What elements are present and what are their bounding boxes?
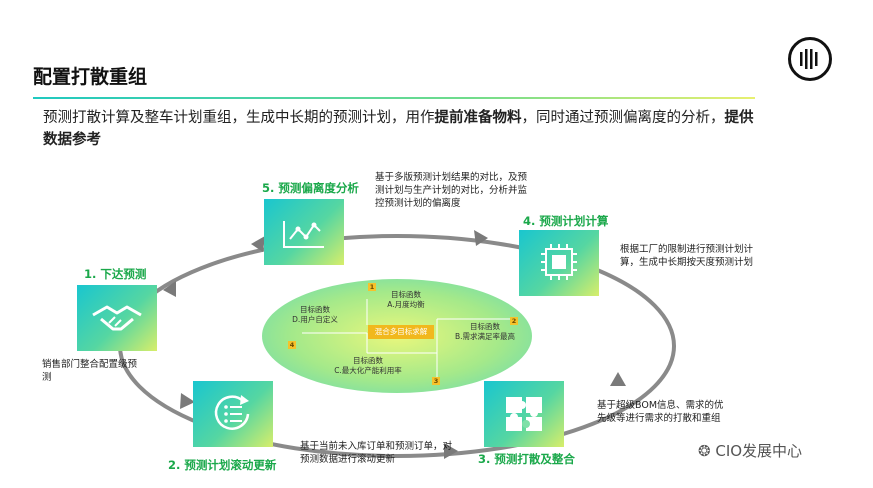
wechat-icon: ❂ bbox=[698, 442, 716, 460]
objective-dividers bbox=[302, 299, 512, 377]
intro-bold-2: 提供数据参考 bbox=[43, 110, 754, 148]
chip-icon bbox=[541, 244, 577, 280]
list-refresh-icon bbox=[214, 395, 250, 430]
goal-b-text: B.需求满足率最高 bbox=[454, 332, 516, 341]
intro-text-1: 预测打散计算及整车计划重组，生成中长期的预测计划，用作 bbox=[43, 110, 435, 126]
step-1-label: 1. 下达预测 bbox=[84, 267, 147, 281]
goal-number-badge: 4 bbox=[288, 341, 296, 349]
intro-text-2: ，同时通过预测偏离度的分析， bbox=[521, 110, 725, 126]
step-1-tile bbox=[77, 285, 157, 351]
arrow-head-icon bbox=[474, 230, 488, 246]
goal-d-title: 目标函数 bbox=[300, 305, 330, 314]
goal-c-text: C.最大化产能利用率 bbox=[334, 366, 402, 375]
arrow-head-icon bbox=[163, 281, 176, 297]
page-title: 配置打散重组 bbox=[33, 66, 148, 88]
step-3-tile bbox=[484, 381, 564, 447]
goal-a-title: 目标函数 bbox=[391, 290, 421, 299]
goal-d-text: D.用户自定义 bbox=[292, 315, 338, 324]
goal-a: 目标函数 A.月度均衡 bbox=[366, 290, 446, 310]
step-3-desc: 基于超级BOM信息、需求的优先级等进行需求的打散和重组 bbox=[597, 400, 724, 424]
handshake-icon bbox=[92, 305, 142, 331]
intro-bold-1: 提前准备物料 bbox=[434, 110, 522, 126]
goal-c: 目标函数 C.最大化产能利用率 bbox=[318, 356, 418, 376]
arrow-head-icon bbox=[251, 236, 265, 252]
goal-d: 目标函数 D.用户自定义 bbox=[280, 305, 350, 325]
arrow-head-icon bbox=[180, 393, 195, 409]
step-4-tile bbox=[519, 230, 599, 296]
watermark: ❂ CIO发展中心 bbox=[698, 440, 802, 461]
brand-logo-icon bbox=[788, 37, 832, 81]
watermark-text: CIO发展中心 bbox=[715, 442, 803, 460]
step-5-desc: 基于多版预测计划结果的对比，及预测计划与生产计划的对比，分析并监控预测计划的偏离… bbox=[375, 172, 528, 209]
intro-paragraph: 预测打散计算及整车计划重组，生成中长期的预测计划，用作提前准备物料，同时通过预测… bbox=[43, 107, 763, 151]
step-1-desc: 销售部门整合配置级预测 bbox=[42, 359, 138, 383]
step-2-desc: 基于当前未入库订单和预测订单，对预测数据进行滚动更新 bbox=[300, 441, 453, 465]
step-2-label: 2. 预测计划滚动更新 bbox=[168, 458, 277, 472]
arrow-head-icon bbox=[444, 443, 458, 459]
goal-b-title: 目标函数 bbox=[470, 322, 500, 331]
mixed-objective-label: 混合多目标求解 bbox=[368, 325, 434, 339]
goal-c-title: 目标函数 bbox=[353, 356, 383, 365]
step-2-tile bbox=[193, 381, 273, 447]
goal-number-badge: 1 bbox=[368, 283, 376, 291]
step-4-label: 4. 预测计划计算 bbox=[523, 214, 609, 228]
goal-number-badge: 2 bbox=[510, 317, 518, 325]
puzzle-icon bbox=[506, 397, 542, 431]
step-5-tile bbox=[264, 199, 344, 265]
goal-a-text: A.月度均衡 bbox=[387, 300, 425, 309]
line-chart-icon bbox=[283, 221, 324, 248]
arrow-head-icon bbox=[610, 372, 626, 386]
goal-number-badge: 3 bbox=[432, 377, 440, 385]
title-underline bbox=[33, 97, 755, 99]
step-3-label: 3. 预测打散及整合 bbox=[478, 452, 575, 466]
goal-b: 目标函数 B.需求满足率最高 bbox=[440, 322, 530, 342]
step-5-label: 5. 预测偏离度分析 bbox=[262, 181, 359, 195]
step-4-desc: 根据工厂的限制进行预测计划计算，生成中长期按天度预测计划 bbox=[620, 244, 754, 268]
